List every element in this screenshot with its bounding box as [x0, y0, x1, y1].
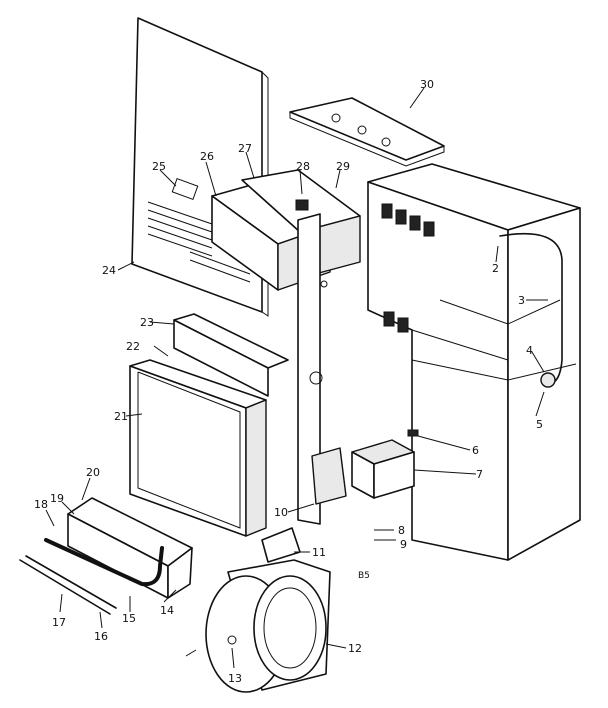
filter-21 [129, 359, 267, 537]
label-8: 8 [398, 524, 405, 537]
label-23: 23 [140, 316, 154, 329]
label-7: 7 [476, 468, 483, 481]
label-16: 16 [94, 630, 108, 643]
label-5: 5 [536, 418, 543, 431]
label-2: 2 [492, 262, 499, 275]
label-b5: B5 [358, 571, 370, 581]
label-29: 29 [336, 160, 350, 173]
label-20: 20 [86, 466, 100, 479]
label-28: 28 [296, 160, 310, 173]
leader-lines [45, 87, 548, 669]
bottom-filter-frame [19, 497, 193, 615]
label-13: 13 [228, 672, 242, 685]
label-9: 9 [400, 538, 407, 551]
front-frame [297, 213, 323, 525]
label-19: 19 [50, 492, 64, 505]
top-panel-30 [289, 97, 445, 167]
label-14: 14 [160, 604, 174, 617]
label-26: 26 [200, 150, 214, 163]
label-3: 3 [518, 294, 525, 307]
label-12: 12 [348, 642, 362, 655]
electrical-components [311, 429, 419, 505]
part-labels: 30 25 26 27 28 29 2 24 3 23 22 4 21 5 6 … [34, 78, 543, 685]
label-24: 24 [102, 264, 116, 277]
label-15: 15 [122, 612, 136, 625]
label-22: 22 [126, 340, 140, 353]
label-27: 27 [238, 142, 252, 155]
label-4: 4 [526, 344, 533, 357]
label-18: 18 [34, 498, 48, 511]
label-11: 11 [312, 546, 326, 559]
filter-panel-23 [173, 313, 289, 397]
furnace-cabinet [367, 163, 581, 561]
label-30: 30 [420, 78, 434, 91]
blower-12 [205, 559, 331, 693]
bracket-11 [261, 527, 301, 563]
label-17: 17 [52, 616, 66, 629]
label-25: 25 [152, 160, 166, 173]
label-6: 6 [472, 444, 479, 457]
label-10: 10 [274, 506, 288, 519]
label-21: 21 [114, 410, 128, 423]
